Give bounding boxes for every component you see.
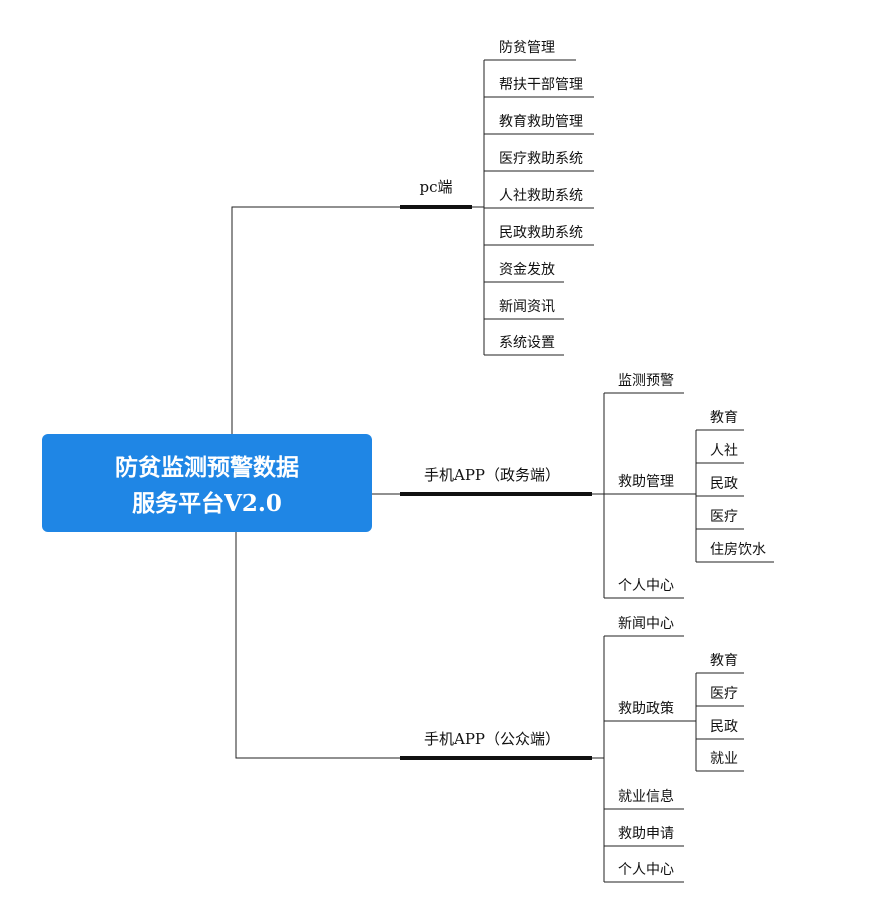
branch-pc-label: pc端: [419, 178, 452, 196]
pc-item-medical-aid[interactable]: 医疗救助系统: [499, 151, 583, 167]
branch-public[interactable]: 手机APP（公众端）: [400, 730, 592, 760]
connector-root-public: [235, 532, 400, 759]
gov-sub-education[interactable]: 教育: [710, 410, 738, 426]
public-item-news-center[interactable]: 新闻中心: [618, 616, 674, 632]
branch-public-label: 手机APP（公众端）: [424, 730, 560, 748]
public-item-employment-info[interactable]: 就业信息: [618, 788, 674, 805]
branch-pc[interactable]: pc端: [400, 178, 472, 209]
connector-gov-items: [592, 393, 605, 598]
pc-item-cadre-management[interactable]: 帮扶干部管理: [499, 77, 583, 93]
public-sub-employment[interactable]: 就业: [710, 751, 738, 767]
root-title-line2: 服务平台V2.0: [132, 490, 282, 517]
gov-sub-housing-water[interactable]: 住房饮水: [710, 542, 766, 558]
gov-sub-medical[interactable]: 医疗: [710, 509, 738, 525]
public-sub-education[interactable]: 教育: [710, 653, 738, 669]
gov-item-monitoring-warning[interactable]: 监测预警: [618, 373, 674, 389]
pc-item-poverty-prevention[interactable]: 防贫管理: [499, 40, 555, 56]
branch-gov-label: 手机APP（政务端）: [424, 466, 560, 484]
public-sub-medical[interactable]: 医疗: [710, 686, 738, 702]
pc-item-system-settings[interactable]: 系统设置: [499, 335, 555, 351]
pc-item-education-aid[interactable]: 教育救助管理: [499, 114, 583, 130]
gov-item-personal-center[interactable]: 个人中心: [618, 578, 674, 594]
connector-pc-items: [472, 60, 485, 355]
root-title-line1: 防贫监测预警数据: [115, 454, 299, 481]
pc-item-civil-affairs-aid[interactable]: 民政救助系统: [499, 225, 583, 241]
root-node[interactable]: 防贫监测预警数据 服务平台V2.0: [42, 434, 372, 532]
public-item-aid-application[interactable]: 救助申请: [618, 826, 674, 842]
gov-item-aid-management[interactable]: 救助管理: [618, 474, 674, 490]
public-item-personal-center[interactable]: 个人中心: [618, 862, 674, 878]
pc-item-social-security-aid[interactable]: 人社救助系统: [499, 188, 583, 204]
pc-item-fund-distribution[interactable]: 资金发放: [499, 262, 555, 278]
pc-item-news[interactable]: 新闻资讯: [499, 299, 555, 315]
connector-public-items: [592, 636, 605, 882]
branch-gov[interactable]: 手机APP（政务端）: [400, 466, 592, 496]
public-item-aid-policy[interactable]: 救助政策: [618, 700, 674, 717]
root-box: [42, 434, 372, 532]
public-sub-civil-affairs[interactable]: 民政: [710, 719, 738, 735]
gov-sub-social-security[interactable]: 人社: [710, 443, 738, 459]
gov-sub-civil-affairs[interactable]: 民政: [710, 476, 738, 492]
connector-root-pc: [231, 206, 400, 434]
